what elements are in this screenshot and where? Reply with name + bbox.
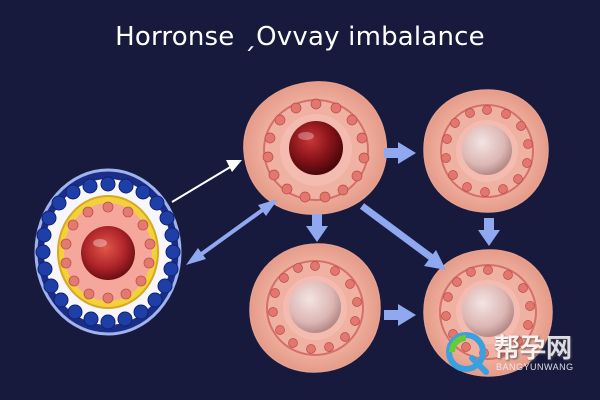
q-logo-icon — [446, 332, 489, 375]
watermark: 帮孕网 BANGYUNWANG — [440, 326, 590, 382]
left-follicle-inner-cells — [60, 201, 156, 304]
arrow-center-to-left-double — [186, 199, 278, 265]
watermark-sub-text: BANGYUNWANG — [496, 362, 574, 372]
bottom-middle-cell — [249, 243, 381, 373]
watermark-main-text: 帮孕网 — [494, 334, 573, 364]
arrow-left-to-center — [171, 160, 242, 203]
arrow-top-right-to-bottom-right — [478, 218, 500, 246]
left-follicle — [34, 168, 182, 336]
arrow-bottom-middle-to-bottom-right — [384, 304, 416, 326]
arrow-center-to-top-right — [384, 142, 416, 164]
top-right-cell — [423, 89, 549, 213]
arrow-center-to-bottom-middle — [306, 214, 328, 242]
diagram-title: Horronse ˏOvvay imbalance — [115, 22, 485, 52]
center-cell — [243, 81, 388, 215]
left-follicle-blue-cells — [35, 176, 181, 330]
arrow-center-to-bottom-right — [359, 203, 446, 270]
